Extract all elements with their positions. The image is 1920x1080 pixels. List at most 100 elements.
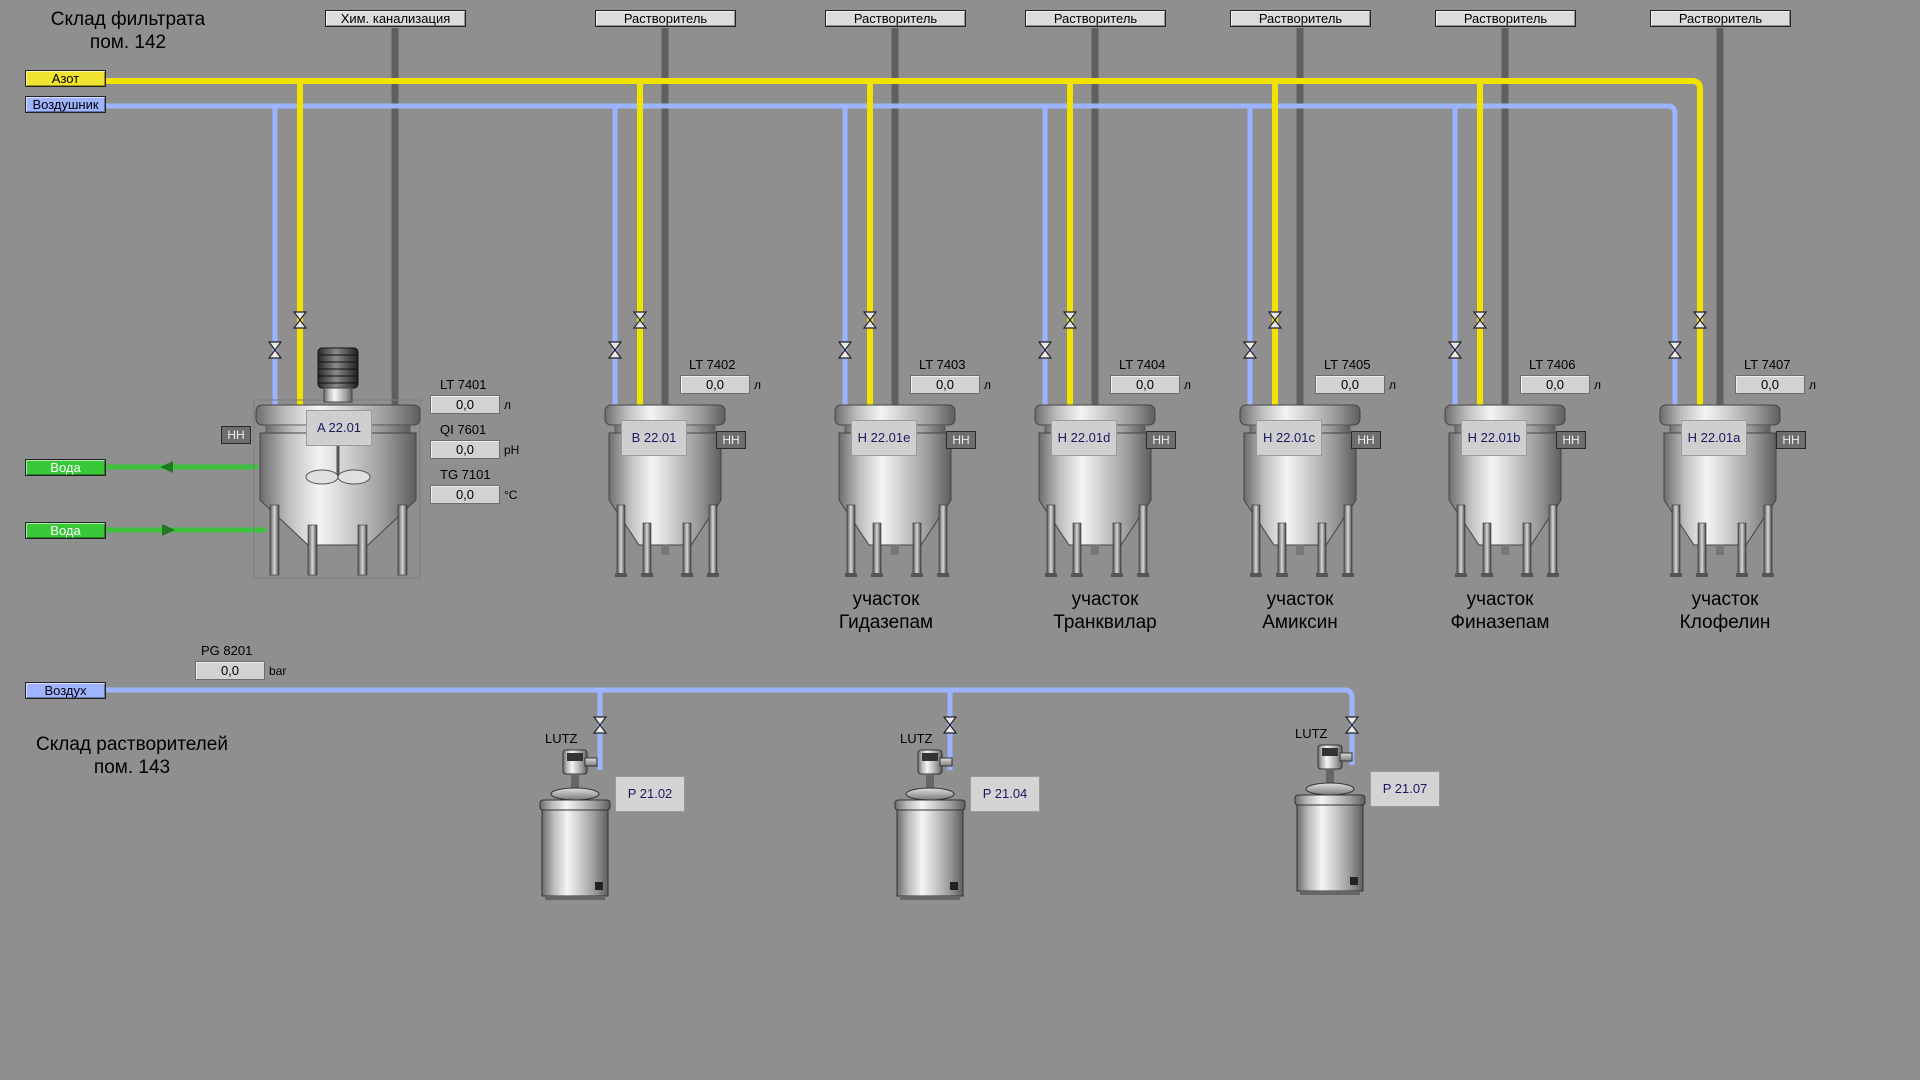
reactor-a-name[interactable]: A 22.01 xyxy=(306,410,372,446)
tank-h2201b-name[interactable]: H 22.01b xyxy=(1461,420,1527,456)
nitrogen-header-pipe xyxy=(106,78,1703,405)
tank-h2201c-level-value[interactable]: 0,0 xyxy=(1315,375,1385,394)
tank-h2201a-name[interactable]: H 22.01a xyxy=(1681,420,1747,456)
air-pipes xyxy=(106,687,1355,770)
reactor-a-level-value[interactable]: 0,0 xyxy=(430,395,500,414)
tank-b2201-level-tag: LT 7402 xyxy=(689,357,736,372)
tank-h2201a-level-tag: LT 7407 xyxy=(1744,357,1791,372)
tank-h2201e-name[interactable]: H 22.01e xyxy=(851,420,917,456)
air-valve-icon-p2107[interactable] xyxy=(1344,716,1360,734)
pump-p2102-name[interactable]: P 21.02 xyxy=(615,776,685,812)
nitrogen-valve-icon-1[interactable] xyxy=(292,311,308,329)
tank-h2201e-level-unit: л xyxy=(984,378,992,392)
tank-h2201a-hh-alarm[interactable]: HH xyxy=(1776,431,1806,449)
air-valve-icon-p2104[interactable] xyxy=(942,716,958,734)
area-finazepam: участок Финазепам xyxy=(1420,588,1580,634)
tank-h2201c-level-tag: LT 7405 xyxy=(1324,357,1371,372)
area-trankvilar: участок Транквилар xyxy=(1025,588,1185,634)
tank-h2201c-name[interactable]: H 22.01c xyxy=(1256,420,1322,456)
tank-b2201-level-unit: л xyxy=(754,378,762,392)
air-header-pipe xyxy=(106,687,1355,765)
air-pressure-tag: PG 8201 xyxy=(201,643,253,658)
solvent-destination-6[interactable]: Растворитель xyxy=(1650,10,1791,27)
reactor-a-level-tag: LT 7401 xyxy=(440,377,487,392)
tank-h2201c-hh-alarm[interactable]: HH xyxy=(1351,431,1381,449)
reactor-a-temp-tag: TG 7101 xyxy=(440,467,491,482)
pump-p2104-type: LUTZ xyxy=(900,731,933,746)
reactor-a-ph-unit: pH xyxy=(504,443,520,457)
area-amiksin-line2: Амиксин xyxy=(1262,612,1338,633)
drain-pipes xyxy=(391,28,1724,405)
tank-b2201-hh-alarm[interactable]: HH xyxy=(716,431,746,449)
nitrogen-valve-icon-4[interactable] xyxy=(1062,311,1078,329)
tank-h2201b-level-unit: л xyxy=(1594,378,1602,392)
solvent-destination-4[interactable]: Растворитель xyxy=(1230,10,1371,27)
chem-sewer-destination[interactable]: Хим. канализация xyxy=(325,10,466,27)
water-outlet-label[interactable]: Вода xyxy=(25,459,106,476)
nitrogen-valve-icon-3[interactable] xyxy=(862,311,878,329)
area-trankvilar-line2: Транквилар xyxy=(1053,612,1157,633)
pump-p2107-name[interactable]: P 21.07 xyxy=(1370,771,1440,807)
vent-source-label[interactable]: Воздушник xyxy=(25,96,106,113)
reactor-a-ph-value[interactable]: 0,0 xyxy=(430,440,500,459)
solvent-destination-2[interactable]: Растворитель xyxy=(825,10,966,27)
tank-h2201b-level-value[interactable]: 0,0 xyxy=(1520,375,1590,394)
area-finazepam-line2: Финазепам xyxy=(1450,612,1550,633)
tank-h2201d-level-tag: LT 7404 xyxy=(1119,357,1166,372)
tank-h2201e-hh-alarm[interactable]: HH xyxy=(946,431,976,449)
pump-p2107-type: LUTZ xyxy=(1295,726,1328,741)
water-inlet-label[interactable]: Вода xyxy=(25,522,106,539)
vent-valve-icon-6[interactable] xyxy=(1447,341,1463,359)
reactor-a-temp-value[interactable]: 0,0 xyxy=(430,485,500,504)
solvent-store-title: Склад растворителей пом. 143 xyxy=(22,733,242,779)
reactor-a-level-unit: л xyxy=(504,398,512,412)
solvent-destination-1[interactable]: Растворитель xyxy=(595,10,736,27)
area-gidazepam-line2: Гидазепам xyxy=(838,612,934,633)
area-finazepam-line1: участок xyxy=(1466,589,1534,610)
nitrogen-source-label[interactable]: Азот xyxy=(25,70,106,87)
tank-h2201d-level-value[interactable]: 0,0 xyxy=(1110,375,1180,394)
pump-p2104-name[interactable]: P 21.04 xyxy=(970,776,1040,812)
tank-h2201a-level-unit: л xyxy=(1809,378,1817,392)
nitrogen-valve-icon-5[interactable] xyxy=(1267,311,1283,329)
vent-valve-icon-1[interactable] xyxy=(267,341,283,359)
vent-valve-icon-4[interactable] xyxy=(1037,341,1053,359)
valves xyxy=(267,311,1708,734)
tank-h2201d-hh-alarm[interactable]: HH xyxy=(1146,431,1176,449)
vent-valve-icon-7[interactable] xyxy=(1667,341,1683,359)
area-amiksin-line1: участок xyxy=(1266,589,1334,610)
tank-b2201-level-value[interactable]: 0,0 xyxy=(680,375,750,394)
solvent-destination-3[interactable]: Растворитель xyxy=(1025,10,1166,27)
air-pressure-value[interactable]: 0,0 xyxy=(195,661,265,680)
nitrogen-valve-icon-2[interactable] xyxy=(632,311,648,329)
tank-h2201b-hh-alarm[interactable]: HH xyxy=(1556,431,1586,449)
tank-h2201d-level-unit: л xyxy=(1184,378,1192,392)
pump-p2102-icon xyxy=(539,749,611,900)
nitrogen-valve-icon-7[interactable] xyxy=(1692,311,1708,329)
tank-h2201c xyxy=(1239,404,1361,577)
pump-p2102-type: LUTZ xyxy=(545,731,578,746)
area-klofelin: участок Клофелин xyxy=(1645,588,1805,634)
tank-h2201e-level-value[interactable]: 0,0 xyxy=(910,375,980,394)
filtrate-store-title-line1: Склад фильтрата xyxy=(50,9,206,30)
vent-valve-icon-2[interactable] xyxy=(607,341,623,359)
vent-valve-icon-5[interactable] xyxy=(1242,341,1258,359)
tank-h2201a-level-value[interactable]: 0,0 xyxy=(1735,375,1805,394)
reactor-a-hh-alarm[interactable]: HH xyxy=(221,426,251,444)
nitrogen-valve-icon-6[interactable] xyxy=(1472,311,1488,329)
area-gidazepam: участок Гидазепам xyxy=(806,588,966,634)
air-valve-icon-p2102[interactable] xyxy=(592,716,608,734)
nitrogen-pipes xyxy=(106,78,1703,405)
tank-h2201c-level-unit: л xyxy=(1389,378,1397,392)
solvent-destination-5[interactable]: Растворитель xyxy=(1435,10,1576,27)
tank-h2201d-name[interactable]: H 22.01d xyxy=(1051,420,1117,456)
tank-b2201-name[interactable]: B 22.01 xyxy=(621,420,687,456)
pump-p2104-icon xyxy=(894,749,966,900)
reactor-a-ph-tag: QI 7601 xyxy=(440,422,487,437)
tank-h2201b-level-tag: LT 7406 xyxy=(1529,357,1576,372)
vent-valve-icon-3[interactable] xyxy=(837,341,853,359)
air-source-label[interactable]: Воздух xyxy=(25,682,106,699)
area-trankvilar-line1: участок xyxy=(1071,589,1139,610)
reactor-a-temp-unit: °C xyxy=(504,488,518,502)
